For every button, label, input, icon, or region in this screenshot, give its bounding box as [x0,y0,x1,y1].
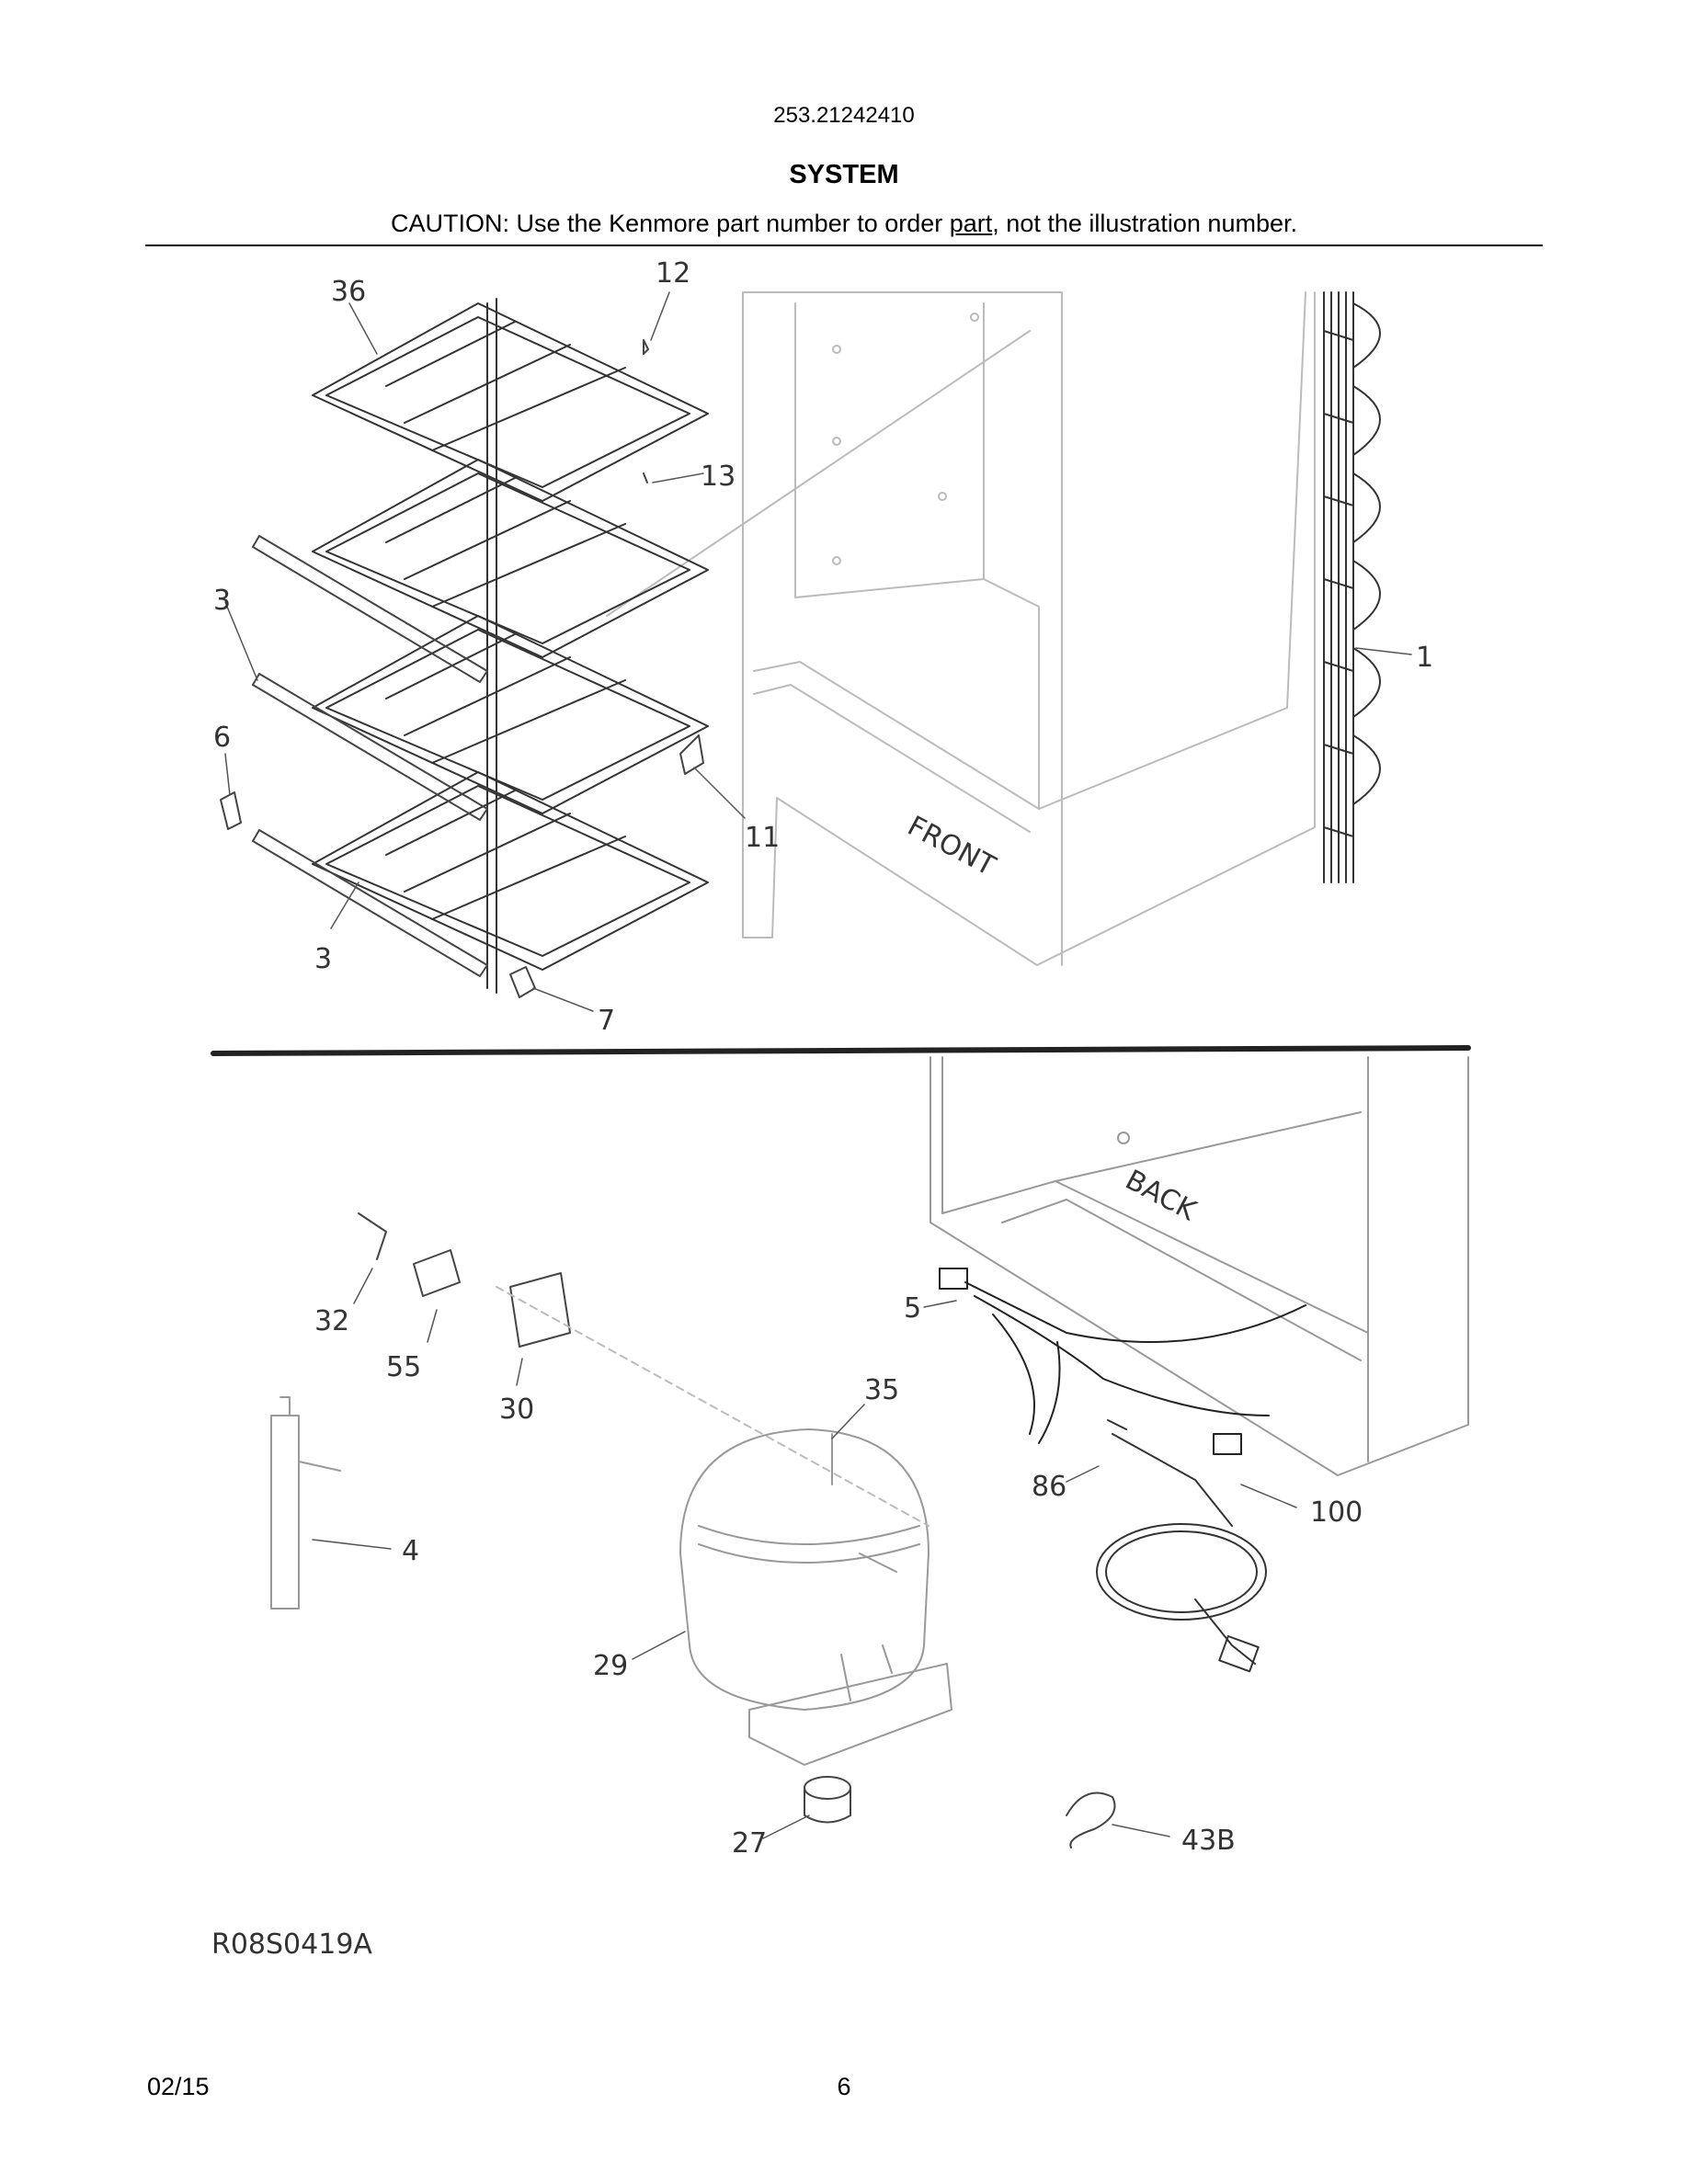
callout-11: 11 [745,822,780,854]
relay-overload-drawing [358,1212,930,1527]
callout-6: 6 [213,722,231,754]
callout-100: 100 [1310,1496,1363,1529]
leader-lines-upper [224,291,1412,1012]
caution-text-before: CAUTION: Use the Kenmore part number to … [391,210,950,237]
power-cord-drawing [1096,1419,1267,1673]
leader-lines-lower [312,1268,1297,1839]
small-parts-upper [220,339,704,998]
callout-30: 30 [499,1393,534,1426]
cabinet-back-drawing [930,1056,1469,1476]
footer-date: 02/15 [147,2073,210,2100]
callout-35: 35 [864,1374,899,1406]
diagram-reference-code: R08S0419A [211,1928,372,1961]
wiring-harness-drawing [939,1268,1306,1455]
front-label: FRONT [902,810,1001,882]
callout-12: 12 [656,257,690,290]
callout-3-upper: 3 [213,585,231,617]
view-divider [211,1045,1471,1056]
header-rule [145,245,1543,246]
page-number: 6 [837,2073,851,2100]
callout-3-lower: 3 [314,943,332,975]
condenser-coil-drawing [1323,291,1381,883]
callout-5: 5 [904,1292,921,1325]
shelf-rail-drawing [252,535,488,977]
filter-drier-drawing [270,1396,341,1610]
callout-29: 29 [593,1650,628,1682]
callout-86: 86 [1032,1471,1066,1503]
callout-4: 4 [402,1535,419,1567]
callout-32: 32 [314,1305,349,1337]
compressor-drawing [679,1428,952,1766]
callout-27: 27 [732,1827,767,1860]
caution-text-after: , not the illustration number. [992,210,1297,237]
model-number: 253.21242410 [773,103,915,128]
callout-36: 36 [331,276,366,308]
grommet-and-clip-drawing [804,1776,1116,1848]
callout-55: 55 [386,1351,421,1383]
callout-7: 7 [598,1005,615,1037]
section-title: SYSTEM [789,160,899,189]
callout-43b: 43B [1181,1825,1236,1857]
shelf-evaporator-drawing [312,298,709,994]
callout-numbers: 36 12 13 3 6 11 3 7 1 32 55 30 5 35 4 86… [213,257,1433,1860]
callout-13: 13 [701,461,736,493]
caution-note: CAUTION: Use the Kenmore part number to … [0,210,1688,238]
cabinet-interior-drawing [606,291,1316,966]
caution-part-link[interactable]: part [949,210,993,237]
callout-1: 1 [1416,642,1433,674]
